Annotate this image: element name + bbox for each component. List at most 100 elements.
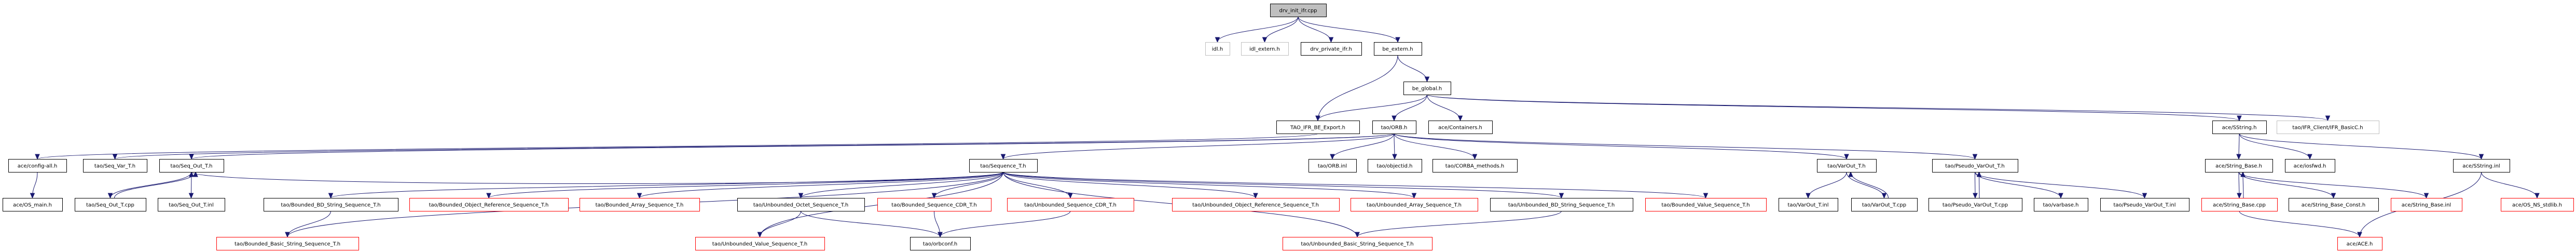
node-tao-ifr-be-export[interactable]: TAO_IFR_BE_Export.h bbox=[1276, 121, 1360, 134]
node-box[interactable] bbox=[75, 198, 146, 211]
node-orbconf[interactable]: tao/orbconf.h bbox=[910, 237, 971, 250]
node-bounded-value[interactable]: tao/Bounded_Value_Sequence_T.h bbox=[1645, 198, 1767, 211]
node-box[interactable] bbox=[969, 159, 1038, 173]
node-string-base-cpp[interactable]: ace/String_Base.cpp bbox=[2201, 198, 2278, 211]
node-unbounded-seq-cdr[interactable]: tao/Unbounded_Sequence_CDR_T.h bbox=[1007, 198, 1134, 211]
node-box[interactable] bbox=[2201, 198, 2278, 211]
node-bounded-objref[interactable]: tao/Bounded_Object_Reference_Sequence_T.… bbox=[409, 198, 569, 211]
node-string-base[interactable]: ace/String_Base.h bbox=[2205, 159, 2273, 173]
node-bounded-basic-string[interactable]: tao/Bounded_Basic_String_Sequence_T.h bbox=[216, 237, 359, 250]
node-box[interactable] bbox=[1817, 159, 1877, 173]
node-corba-methods[interactable]: tao/CORBA_methods.h bbox=[1432, 159, 1518, 173]
node-box[interactable] bbox=[409, 198, 569, 211]
node-varout-cpp[interactable]: tao/VarOut_T.cpp bbox=[1851, 198, 1918, 211]
node-box[interactable] bbox=[1368, 159, 1422, 173]
node-unbounded-objref[interactable]: tao/Unbounded_Object_Reference_Sequence_… bbox=[1172, 198, 1340, 211]
node-box[interactable] bbox=[1301, 42, 1362, 56]
node-varbase[interactable]: tao/varbase.h bbox=[2034, 198, 2088, 211]
node-box[interactable] bbox=[1372, 121, 1416, 134]
node-string-base-const[interactable]: ace/String_Base_Const.h bbox=[2289, 198, 2379, 211]
node-box[interactable] bbox=[1428, 121, 1493, 134]
node-string-base-inl[interactable]: ace/String_Base.inl bbox=[2391, 198, 2462, 211]
node-box[interactable] bbox=[2277, 121, 2379, 134]
node-box[interactable] bbox=[695, 237, 825, 250]
node-ace[interactable]: ace/ACE.h bbox=[2337, 237, 2382, 250]
node-box[interactable] bbox=[877, 198, 991, 211]
node-config-all[interactable]: ace/config-all.h bbox=[8, 159, 67, 173]
node-box[interactable] bbox=[910, 237, 971, 250]
node-root[interactable]: drv_init_ifr.cpp bbox=[1270, 4, 1327, 17]
node-box[interactable] bbox=[1851, 198, 1918, 211]
node-unbounded-bd-string[interactable]: tao/Unbounded_BD_String_Sequence_T.h bbox=[1490, 198, 1633, 211]
node-box[interactable] bbox=[2453, 159, 2510, 173]
node-box[interactable] bbox=[1270, 4, 1327, 17]
node-box[interactable] bbox=[1172, 198, 1340, 211]
node-box[interactable] bbox=[2285, 159, 2335, 173]
node-box[interactable] bbox=[158, 198, 225, 211]
node-pseudo-varout-cpp[interactable]: tao/Pseudo_VarOut_T.cpp bbox=[1928, 198, 2022, 211]
node-box[interactable] bbox=[264, 198, 398, 211]
node-pseudo-varout-inl[interactable]: tao/Pseudo_VarOut_T.inl bbox=[2100, 198, 2189, 211]
node-box[interactable] bbox=[2205, 159, 2273, 173]
node-box[interactable] bbox=[1403, 82, 1451, 95]
node-box[interactable] bbox=[1779, 198, 1838, 211]
node-iosfwd[interactable]: ace/iosfwd.h bbox=[2285, 159, 2335, 173]
node-box[interactable] bbox=[83, 159, 147, 173]
node-box[interactable] bbox=[1490, 198, 1633, 211]
node-unbounded-value[interactable]: tao/Unbounded_Value_Sequence_T.h bbox=[695, 237, 825, 250]
node-ifr-basicc[interactable]: tao/IFR_Client/IFR_BasicC.h bbox=[2277, 121, 2379, 134]
node-os-ns-stdlib[interactable]: ace/OS_NS_stdlib.h bbox=[2501, 198, 2574, 211]
node-seq-out[interactable]: tao/Seq_Out_T.h bbox=[159, 159, 224, 173]
node-seq-out-inl[interactable]: tao/Seq_Out_T.inl bbox=[158, 198, 225, 211]
node-orb[interactable]: tao/ORB.h bbox=[1372, 121, 1416, 134]
node-box[interactable] bbox=[1007, 198, 1134, 211]
node-unbounded-array[interactable]: tao/Unbounded_Array_Sequence_T.h bbox=[1351, 198, 1478, 211]
node-box[interactable] bbox=[159, 159, 224, 173]
node-box[interactable] bbox=[1205, 42, 1230, 56]
node-box[interactable] bbox=[2337, 237, 2382, 250]
node-box[interactable] bbox=[2501, 198, 2574, 211]
node-box[interactable] bbox=[1928, 198, 2022, 211]
node-sstring-inl[interactable]: ace/SString.inl bbox=[2453, 159, 2510, 173]
node-box[interactable] bbox=[216, 237, 359, 250]
node-box[interactable] bbox=[2034, 198, 2088, 211]
node-box[interactable] bbox=[737, 198, 865, 211]
node-box[interactable] bbox=[1283, 237, 1432, 250]
node-sstring[interactable]: ace/SString.h bbox=[2212, 121, 2267, 134]
node-pseudo-varout[interactable]: tao/Pseudo_VarOut_T.h bbox=[1932, 159, 2018, 173]
node-drv-private[interactable]: drv_private_ifr.h bbox=[1301, 42, 1362, 56]
node-box[interactable] bbox=[1932, 159, 2018, 173]
node-box[interactable] bbox=[1432, 159, 1518, 173]
node-be-global[interactable]: be_global.h bbox=[1403, 82, 1451, 95]
node-seq-var[interactable]: tao/Seq_Var_T.h bbox=[83, 159, 147, 173]
node-idl-extern[interactable]: idl_extern.h bbox=[1241, 42, 1289, 56]
node-be-extern[interactable]: be_extern.h bbox=[1374, 42, 1422, 56]
node-seq-out-cpp[interactable]: tao/Seq_Out_T.cpp bbox=[75, 198, 146, 211]
node-box[interactable] bbox=[2289, 198, 2379, 211]
node-box[interactable] bbox=[1351, 198, 1478, 211]
node-box[interactable] bbox=[580, 198, 700, 211]
node-bounded-seq-cdr[interactable]: tao/Bounded_Sequence_CDR_T.h bbox=[877, 198, 991, 211]
node-box[interactable] bbox=[8, 159, 67, 173]
node-box[interactable] bbox=[2212, 121, 2267, 134]
node-unbounded-basic-string[interactable]: tao/Unbounded_Basic_String_Sequence_T.h bbox=[1283, 237, 1432, 250]
node-box[interactable] bbox=[1276, 121, 1360, 134]
node-unbounded-octet[interactable]: tao/Unbounded_Octet_Sequence_T.h bbox=[737, 198, 865, 211]
node-objectid[interactable]: tao/objectid.h bbox=[1368, 159, 1422, 173]
node-bounded-array[interactable]: tao/Bounded_Array_Sequence_T.h bbox=[580, 198, 700, 211]
node-varout[interactable]: tao/VarOut_T.h bbox=[1817, 159, 1877, 173]
node-idl[interactable]: idl.h bbox=[1205, 42, 1230, 56]
node-bounded-bd-string[interactable]: tao/Bounded_BD_String_Sequence_T.h bbox=[264, 198, 398, 211]
node-box[interactable] bbox=[2391, 198, 2462, 211]
node-box[interactable] bbox=[1645, 198, 1767, 211]
node-box[interactable] bbox=[1308, 159, 1357, 173]
node-box[interactable] bbox=[3, 198, 63, 211]
node-varout-inl[interactable]: tao/VarOut_T.inl bbox=[1779, 198, 1838, 211]
node-box[interactable] bbox=[1241, 42, 1289, 56]
node-os-main[interactable]: ace/OS_main.h bbox=[3, 198, 63, 211]
node-sequence-t[interactable]: tao/Sequence_T.h bbox=[969, 159, 1038, 173]
node-box[interactable] bbox=[1374, 42, 1422, 56]
node-box[interactable] bbox=[2100, 198, 2189, 211]
node-containers[interactable]: ace/Containers.h bbox=[1428, 121, 1493, 134]
node-orb-inl[interactable]: tao/ORB.inl bbox=[1308, 159, 1357, 173]
